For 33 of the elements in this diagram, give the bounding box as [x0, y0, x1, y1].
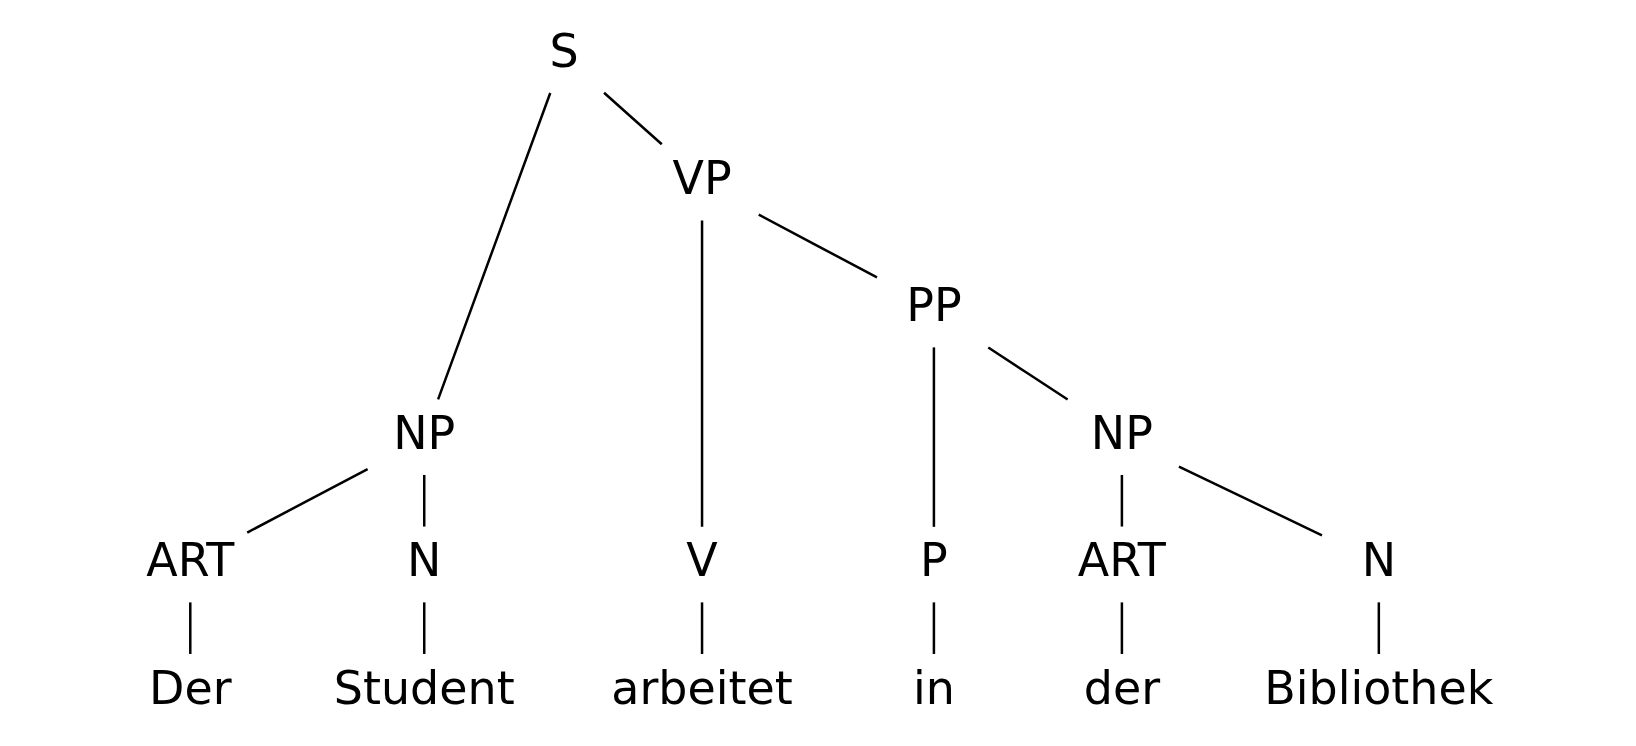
node-text: S — [549, 23, 579, 78]
node-text: Der — [148, 660, 232, 715]
node-text: NP — [1090, 405, 1153, 460]
connector — [1377, 601, 1380, 654]
node-text: PP — [905, 277, 962, 332]
connector — [422, 601, 425, 654]
connector — [932, 601, 935, 654]
node-text: arbeitet — [610, 660, 793, 715]
connector — [1177, 465, 1322, 536]
node-text: Student — [333, 660, 515, 715]
node-text: VP — [671, 150, 732, 205]
node-text: N — [1361, 532, 1396, 587]
node-text: in — [912, 660, 955, 715]
connector — [1120, 601, 1123, 654]
node-text: ART — [145, 532, 234, 587]
connector — [188, 601, 192, 654]
connector — [700, 601, 703, 654]
connector — [422, 474, 425, 527]
node-text: ART — [1077, 532, 1166, 587]
node-text: Bibliothek — [1263, 660, 1493, 715]
node-text: N — [406, 532, 441, 587]
connector — [932, 346, 935, 527]
connector — [602, 91, 663, 145]
node-text: V — [685, 532, 718, 587]
connector — [987, 346, 1068, 401]
connector — [436, 92, 551, 400]
connector — [246, 467, 368, 534]
node-text: P — [919, 532, 948, 587]
connector — [757, 213, 878, 279]
node-text: NP — [392, 405, 455, 460]
connector — [1120, 474, 1123, 527]
node-text: der — [1083, 660, 1160, 715]
connector — [700, 219, 703, 527]
